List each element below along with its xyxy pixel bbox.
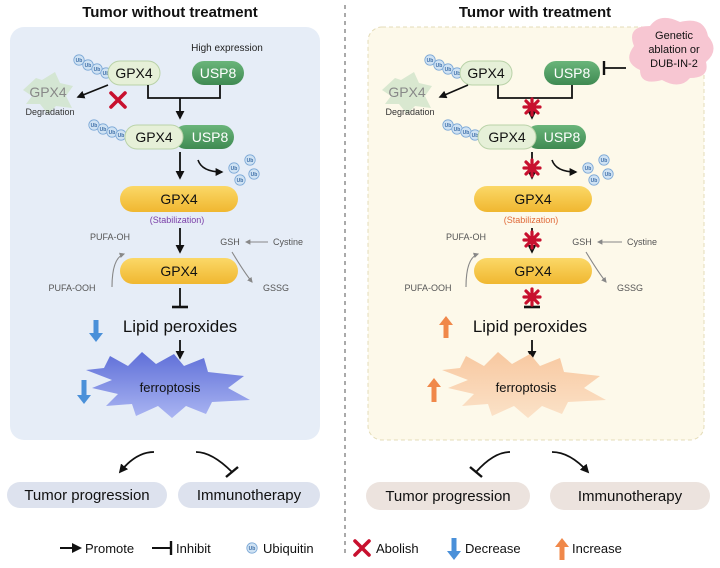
right-immunotherapy: Immunotherapy bbox=[578, 488, 683, 505]
left-tumor-progression: Tumor progression bbox=[24, 487, 149, 504]
right-usp8-free-label: USP8 bbox=[554, 65, 591, 81]
right-pufa-oh: PUFA-OH bbox=[446, 232, 486, 242]
left-usp8-free-label: USP8 bbox=[200, 65, 237, 81]
abolish-icon bbox=[353, 539, 371, 557]
left-gpx4-complex-label: GPX4 bbox=[135, 129, 173, 145]
right-degradation-label: Degradation bbox=[385, 107, 434, 117]
left-gpx4-active-label: GPX4 bbox=[160, 263, 198, 279]
right-gpx4-active-label: GPX4 bbox=[514, 263, 552, 279]
left-degradation-label: Degradation bbox=[25, 107, 74, 117]
left-ferroptosis-label: ferroptosis bbox=[140, 380, 201, 395]
right-gpx4-complex bbox=[477, 124, 537, 150]
left-usp8-complex-label: USP8 bbox=[192, 129, 229, 145]
left-bind-connector bbox=[147, 85, 221, 99]
left-degradation-shape bbox=[23, 72, 73, 114]
legend-increase: Increase bbox=[572, 541, 622, 556]
right-stabilization-label: (Stabilization) bbox=[504, 215, 559, 225]
right-immunotherapy-box bbox=[550, 482, 710, 510]
left-tumor-progression-box bbox=[7, 482, 167, 508]
right-ferroptosis-burst bbox=[442, 352, 606, 418]
right-gssg: GSSG bbox=[617, 283, 643, 293]
treatment-line-1: Genetic bbox=[655, 30, 693, 42]
left-gpx4-free-label: GPX4 bbox=[115, 65, 153, 81]
left-pufa-oh: PUFA-OH bbox=[90, 232, 130, 242]
right-gpx4-stabilized bbox=[474, 186, 592, 212]
right-lipid-peroxides: Lipid peroxides bbox=[473, 317, 587, 336]
right-abolish-binding bbox=[522, 97, 542, 117]
right-title: Tumor with treatment bbox=[459, 4, 611, 21]
right-gpx4-stabilized-label: GPX4 bbox=[514, 191, 552, 207]
treatment-line-3: DUB-IN-2 bbox=[650, 58, 698, 70]
treatment-cloud bbox=[629, 17, 714, 85]
legend-inhibit: Inhibit bbox=[176, 541, 211, 556]
left-title: Tumor without treatment bbox=[82, 4, 258, 21]
right-pufa-ooh: PUFA-OOH bbox=[404, 283, 451, 293]
left-usp8-complex bbox=[174, 125, 234, 149]
left-lipid-peroxides: Lipid peroxides bbox=[123, 317, 237, 336]
left-gpx4-stabilized bbox=[120, 186, 238, 212]
right-usp8-complex-label: USP8 bbox=[544, 129, 581, 145]
left-gsh: GSH bbox=[220, 237, 240, 247]
left-usp8-free bbox=[192, 61, 244, 85]
right-usp8-complex bbox=[526, 125, 586, 149]
left-cystine: Cystine bbox=[273, 237, 303, 247]
left-gssg: GSSG bbox=[263, 283, 289, 293]
legend-promote: Promote bbox=[85, 541, 134, 556]
left-gpx4-free bbox=[107, 60, 161, 86]
left-immunotherapy-box bbox=[178, 482, 320, 508]
right-gpx4-complex-label: GPX4 bbox=[488, 129, 526, 145]
right-abolish-inhibition bbox=[522, 287, 542, 307]
right-usp8-free bbox=[544, 61, 600, 85]
legend: Promote Inhibit Ubiquitin Abolish Decrea… bbox=[60, 538, 622, 560]
left-gpx4-complex bbox=[124, 124, 184, 150]
left-gpx4-active bbox=[120, 258, 238, 284]
legend-ubiquitin: Ubiquitin bbox=[263, 541, 314, 556]
left-high-expression: High expression bbox=[191, 43, 263, 54]
right-abolish-deubiquitination bbox=[522, 158, 542, 178]
ubiquitin-icon bbox=[246, 542, 258, 554]
legend-abolish: Abolish bbox=[376, 541, 419, 556]
left-pufa-ooh: PUFA-OOH bbox=[48, 283, 95, 293]
right-gsh: GSH bbox=[572, 237, 592, 247]
right-gpx4-free bbox=[459, 60, 513, 86]
left-stabilization-label: (Stabilization) bbox=[150, 215, 205, 225]
right-gpx4-free-label: GPX4 bbox=[467, 65, 505, 81]
left-gpx4-stabilized-label: GPX4 bbox=[160, 191, 198, 207]
right-gpx4-degraded: GPX4 bbox=[388, 84, 426, 100]
right-gpx4-active bbox=[474, 258, 592, 284]
right-tumor-progression-box bbox=[366, 482, 530, 510]
right-degradation-shape bbox=[382, 72, 432, 114]
legend-decrease: Decrease bbox=[465, 541, 521, 556]
left-ferroptosis-burst bbox=[86, 352, 250, 418]
right-tumor-progression: Tumor progression bbox=[385, 488, 510, 505]
left-gpx4-degraded: GPX4 bbox=[29, 84, 67, 100]
left-panel bbox=[10, 27, 320, 440]
left-immunotherapy: Immunotherapy bbox=[197, 487, 302, 504]
right-abolish-activity bbox=[522, 230, 542, 250]
treatment-line-2: ablation or bbox=[648, 44, 700, 56]
right-ferroptosis-label: ferroptosis bbox=[496, 380, 557, 395]
right-cystine: Cystine bbox=[627, 237, 657, 247]
